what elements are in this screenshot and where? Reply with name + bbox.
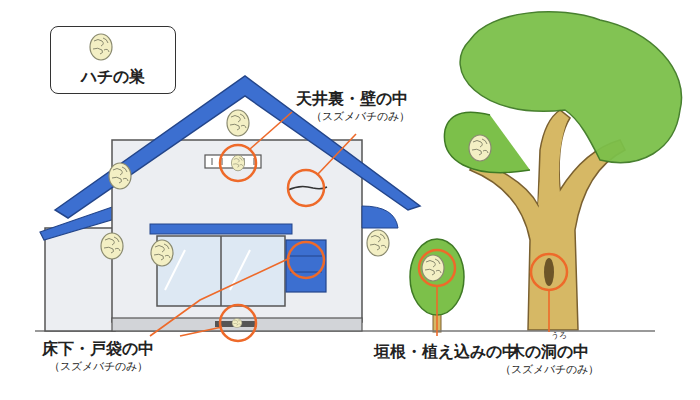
note-label: （スズメバチのみ） [311, 111, 410, 123]
location-label: 天井裏・壁の中 [296, 90, 408, 108]
furigana: うろ [551, 332, 567, 341]
location-label: 垣根・植え込みの中 [374, 343, 518, 361]
legend-nest-icon [51, 27, 161, 67]
leader-line [150, 112, 549, 336]
tree [444, 12, 681, 330]
location-label: 木の洞の中 [509, 343, 589, 361]
legend-box: ハチの巣 [50, 26, 176, 94]
note-label: （スズメバチのみ） [500, 364, 599, 376]
note-label: （スズメバチのみ） [49, 361, 148, 373]
highlight-circle [220, 145, 567, 341]
location-label: 床下・戸袋の中 [42, 340, 154, 358]
legend-text: ハチの巣 [51, 67, 175, 88]
